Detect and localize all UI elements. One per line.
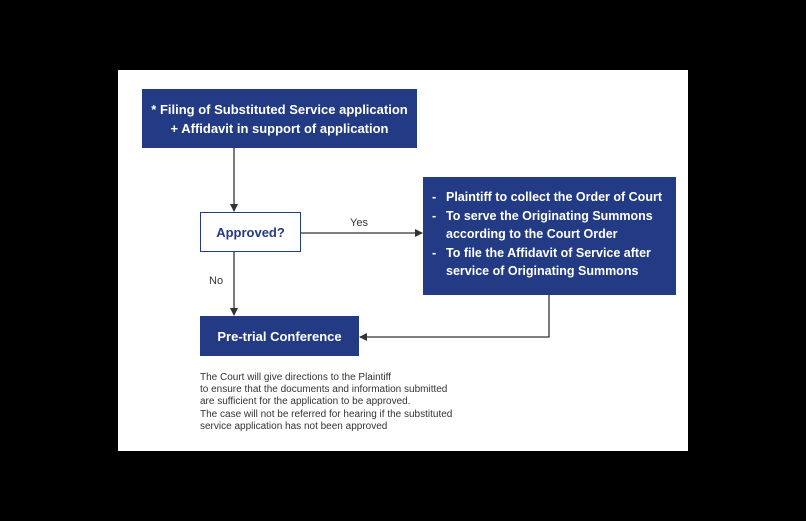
approved-label: Approved? [216,224,285,240]
action-item: To serve the Originating Summons accordi… [432,207,670,244]
plaintiff-actions-box: Plaintiff to collect the Order of Court … [423,177,676,295]
approved-decision-box: Approved? [200,212,301,252]
arrow-actions-to-pretrial [359,295,550,341]
yes-edge-label: Yes [350,217,368,229]
no-edge-label: No [209,275,224,287]
filing-box-line1: * Filing of Substituted Service applicat… [151,101,408,117]
action-item: Plaintiff to collect the Order of Court [432,188,670,207]
pretrial-label: Pre-trial Conference [217,328,342,344]
note-line: to ensure that the documents and informa… [200,384,448,396]
court-note: The Court will give directions to the Pl… [200,372,500,433]
action-item: To file the Affidavit of Service after s… [432,244,670,281]
note-line: The case will not be referred for hearin… [200,408,453,420]
note-line: are sufficient for the application to be… [200,396,411,408]
filing-box: * Filing of Substituted Service applicat… [142,89,417,148]
pretrial-conference-box: Pre-trial Conference [200,316,359,356]
note-line: The Court will give directions to the Pl… [200,372,392,383]
filing-box-line2: + Affidavit in support of application [170,120,389,136]
diagram-canvas: * Filing of Substituted Service applicat… [118,70,688,451]
plaintiff-actions-list: Plaintiff to collect the Order of Court … [432,188,670,281]
connector-lines [230,148,550,341]
note-line: service application has not been approve… [200,420,388,432]
